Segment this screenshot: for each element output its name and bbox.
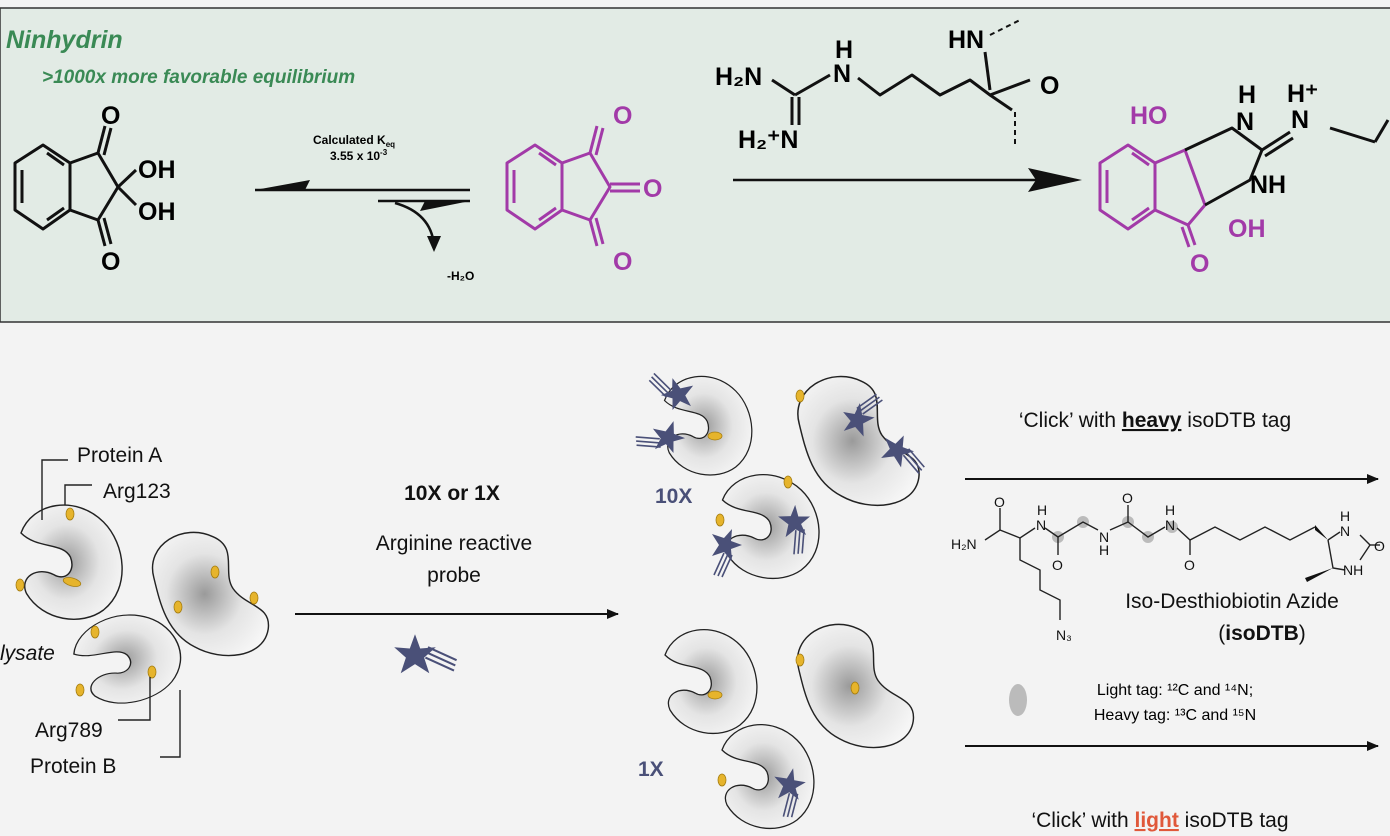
svg-text:O: O <box>101 248 120 276</box>
label-10x: 10X <box>655 485 692 508</box>
svg-text:OH: OH <box>1228 215 1266 243</box>
svg-text:O: O <box>613 102 632 130</box>
ninhydrin-panel <box>0 7 1390 323</box>
arg123-label: Arg123 <box>103 480 171 503</box>
svg-text:N: N <box>1165 517 1175 533</box>
svg-text:OH: OH <box>138 156 176 184</box>
probe-label-line1: Arginine reactive <box>376 532 532 555</box>
svg-text:N: N <box>1099 529 1109 545</box>
svg-text:N: N <box>1036 517 1046 533</box>
svg-text:H₂⁺N: H₂⁺N <box>738 126 798 154</box>
svg-text:N: N <box>1236 108 1254 136</box>
probe-label-line2: probe <box>427 564 481 587</box>
protein-b-label: Protein B <box>30 755 116 778</box>
svg-text:O: O <box>1052 557 1063 573</box>
product-structure: HO H N H⁺ N NH OH O <box>1098 80 1390 278</box>
svg-text:N: N <box>1340 523 1350 539</box>
light-click-label: ‘Click’ with light isoDTB tag <box>1031 809 1288 832</box>
svg-text:NH: NH <box>1343 562 1363 578</box>
svg-text:H: H <box>835 36 853 64</box>
svg-text:O: O <box>613 248 632 276</box>
arginine-structure: H₂N H₂⁺N H N HN O <box>715 19 1059 154</box>
svg-text:O: O <box>1184 557 1195 573</box>
svg-text:O: O <box>1122 490 1133 506</box>
dose-label: 10X or 1X <box>404 482 500 505</box>
keq-label: Calculated Keq <box>313 133 395 149</box>
svg-text:N: N <box>833 60 851 88</box>
panel-title: Ninhydrin <box>6 26 123 54</box>
arg789-label: Arg789 <box>35 719 103 742</box>
svg-text:H: H <box>1099 542 1109 558</box>
svg-text:O: O <box>101 102 120 130</box>
heavy-click-label: ‘Click’ with heavy isoDTB tag <box>1019 409 1291 432</box>
light-tag-text: Light tag: ¹²C and ¹⁴N; <box>1097 682 1253 699</box>
svg-text:H: H <box>1165 502 1175 518</box>
heavy-tag-text: Heavy tag: ¹³C and ¹⁵N <box>1094 707 1256 724</box>
svg-text:O: O <box>1040 72 1059 100</box>
isodtb-structure: H₂N O H N O N H O H N O H N O NH N₃ <box>951 490 1385 643</box>
probe-star-icon <box>394 634 456 673</box>
protein-a-label: Protein A <box>77 444 162 467</box>
svg-text:HO: HO <box>1130 102 1168 130</box>
svg-text:O: O <box>1374 538 1385 554</box>
keq-value: 3.55 x 10-3 <box>330 148 388 163</box>
labeled-proteins-1x <box>664 623 915 830</box>
svg-text:N₃: N₃ <box>1056 627 1072 643</box>
svg-text:N: N <box>1291 106 1309 134</box>
label-1x: 1X <box>638 758 664 781</box>
ninhydrin-hydrate-structure: O OH OH O <box>13 102 176 276</box>
svg-text:NH: NH <box>1250 171 1286 199</box>
reaction-arrowhead <box>1028 168 1082 192</box>
lysate-label: lysate <box>0 642 55 665</box>
svg-text:H: H <box>1340 508 1350 524</box>
svg-text:H₂N: H₂N <box>715 63 762 91</box>
lysate-proteins <box>15 459 270 758</box>
svg-text:O: O <box>1190 250 1209 278</box>
isodtb-abbr: (isoDTB) <box>1218 622 1306 645</box>
svg-text:O: O <box>994 494 1005 510</box>
panel-subtitle: >1000x more favorable equilibrium <box>42 67 355 88</box>
svg-text:H⁺: H⁺ <box>1287 80 1318 108</box>
svg-text:OH: OH <box>138 198 176 226</box>
svg-text:HN: HN <box>948 26 984 54</box>
isotope-marker-icon <box>1009 684 1027 716</box>
equilibrium-arrow: Calculated Keq 3.55 x 10-3 -H₂O <box>255 133 474 283</box>
ninhydrin-triketone-structure: O O O <box>505 102 662 276</box>
water-loss-label: -H₂O <box>447 269 474 283</box>
svg-text:H₂N: H₂N <box>951 536 977 552</box>
isodtb-name: Iso-Desthiobiotin Azide <box>1125 590 1339 613</box>
svg-text:H: H <box>1238 81 1256 109</box>
svg-text:H: H <box>1037 502 1047 518</box>
labeled-proteins-10x <box>633 371 933 580</box>
svg-text:O: O <box>643 175 662 203</box>
